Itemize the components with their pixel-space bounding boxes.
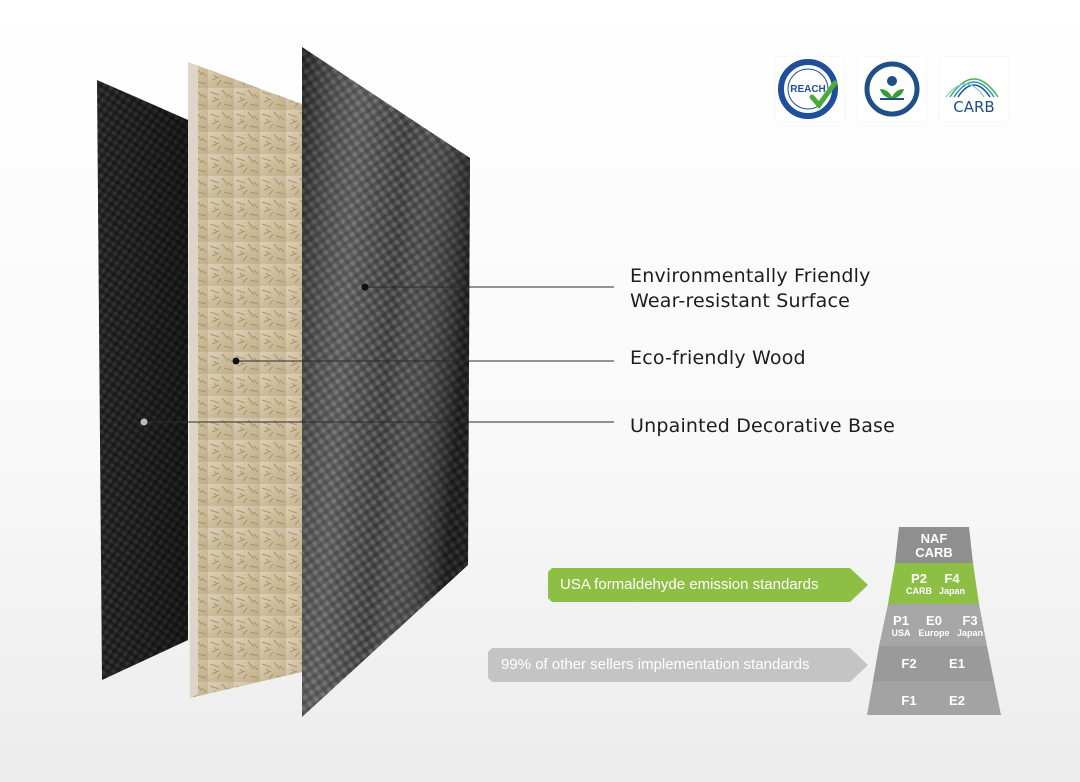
usa-standard-banner: USA formaldehyde emission standards <box>548 568 870 602</box>
decorative-base-panel <box>97 80 188 680</box>
others-standard-label: 99% of other sellers implementation stan… <box>501 656 810 673</box>
tier-sub: CARB <box>906 586 932 596</box>
carb-logo-icon: CARB <box>945 78 999 116</box>
base-label: Unpainted Decorative Base <box>630 415 896 437</box>
surface-label: Environmentally Friendly Wear-resistant … <box>630 264 871 314</box>
tier-f3: F3 Japan <box>952 614 988 640</box>
surface-panel <box>302 47 470 717</box>
tier-code: E0 <box>926 613 942 628</box>
tier-f4: F4 Japan <box>935 572 969 598</box>
carb-text: CARB <box>953 98 994 116</box>
wood-core-panel <box>188 62 302 698</box>
surface-label-line2: Wear-resistant Surface <box>630 290 851 312</box>
tier-sub: Europe <box>918 628 950 638</box>
epa-seal-icon <box>864 61 920 117</box>
tier-code: CARB <box>915 545 953 560</box>
tier-code: P2 <box>911 571 927 586</box>
tier-code: NAF <box>920 531 948 546</box>
tier-naf-carb: NAF CARB <box>899 532 969 560</box>
surface-label-line1: Environmentally Friendly <box>630 265 871 287</box>
reach-text: REACH <box>790 84 826 95</box>
usa-standard-label: USA formaldehyde emission standards <box>560 576 819 593</box>
reach-badge: REACH <box>776 57 844 121</box>
emission-pyramid <box>867 527 1001 715</box>
tier-e0: E0 Europe <box>914 614 954 640</box>
reach-compliant-seal-icon: REACH <box>778 59 838 119</box>
tier-sub: Japan <box>938 586 965 596</box>
callout-lines <box>140 283 614 426</box>
tier-e1: E1 <box>949 656 965 671</box>
tier-f2: F2 <box>901 656 917 671</box>
others-standard-banner: 99% of other sellers implementation stan… <box>488 648 870 682</box>
tier-p2: P2 CARB <box>902 572 936 598</box>
tier-sub: Japan <box>956 628 983 638</box>
tier-code: P1 <box>893 613 909 628</box>
wood-label: Eco-friendly Wood <box>630 347 806 369</box>
tier-code: F3 <box>962 613 978 628</box>
tier-f1: F1 <box>901 693 917 708</box>
tier-p1: P1 USA <box>886 614 916 640</box>
carb-badge: CARB <box>940 57 1008 121</box>
tier-sub: USA <box>891 628 911 638</box>
tier-e2: E2 <box>949 693 965 708</box>
epa-badge <box>858 57 926 121</box>
tier-code: F4 <box>944 571 960 586</box>
